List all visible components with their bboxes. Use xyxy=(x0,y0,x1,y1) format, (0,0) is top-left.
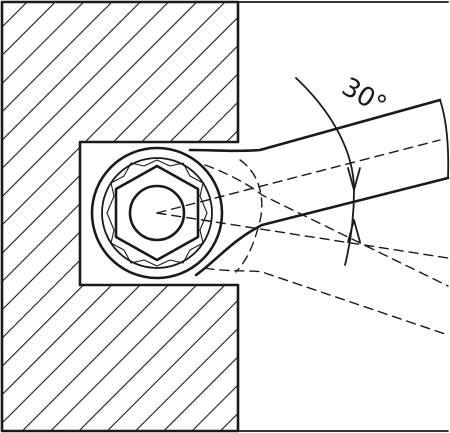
arrow-up-icon xyxy=(347,167,361,191)
wrench-handle xyxy=(188,98,450,277)
arrow-down-icon xyxy=(347,219,361,243)
hatched-wall xyxy=(0,0,240,433)
hex-nut xyxy=(114,164,200,262)
wrench-ring-head xyxy=(90,146,224,280)
phantom-wrench-positions xyxy=(156,139,449,336)
angle-label: 30° xyxy=(337,72,392,121)
